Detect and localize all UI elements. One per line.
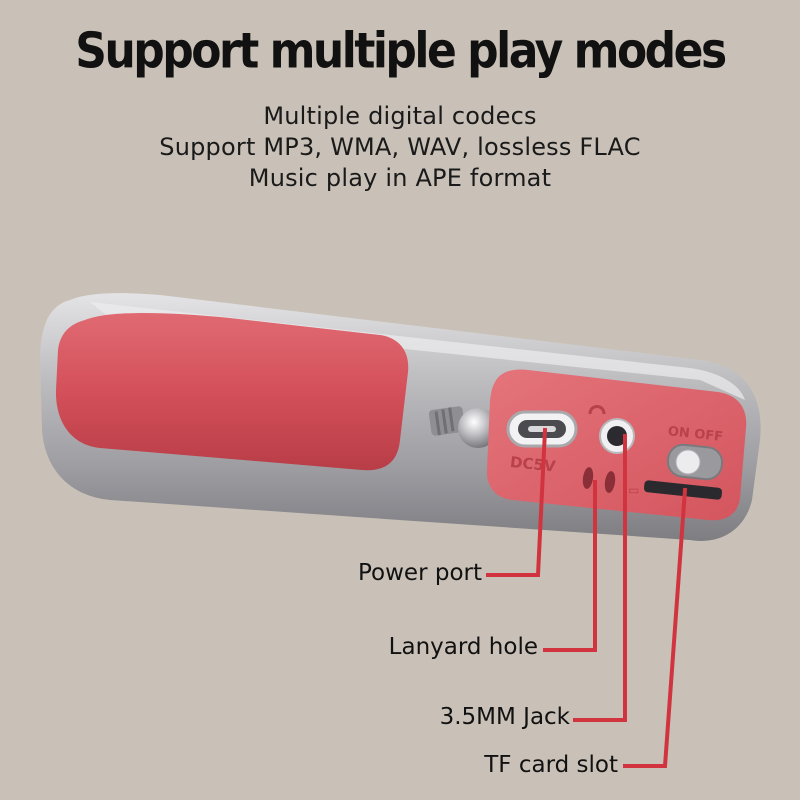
callout-lanyard-hole: Lanyard hole bbox=[388, 634, 538, 660]
antenna-ball bbox=[458, 408, 498, 448]
headline: Support multiple play modes bbox=[75, 22, 727, 81]
svg-text:▭: ▭ bbox=[628, 483, 639, 497]
headphone-icon bbox=[588, 405, 606, 415]
callout-audio-jack: 3.5MM Jack bbox=[439, 704, 570, 730]
leader-tf-slot bbox=[623, 487, 688, 768]
lanyard-hole-left bbox=[582, 467, 594, 489]
subtitle-line-1: Multiple digital codecs bbox=[263, 102, 537, 130]
subtitle-line-3: Music play in APE format bbox=[248, 164, 552, 192]
callout-tf-slot: TF card slot bbox=[484, 752, 618, 778]
lanyard-hole-right bbox=[604, 471, 616, 493]
switch-marking: ON OFF bbox=[667, 424, 724, 445]
red-grip bbox=[55, 313, 409, 471]
callout-power-port: Power port bbox=[358, 560, 482, 586]
leader-audio-jack bbox=[573, 434, 627, 722]
leader-power-port bbox=[486, 427, 548, 577]
leader-lanyard-hole bbox=[543, 480, 597, 652]
subtitle-line-2: Support MP3, WMA, WAV, lossless FLAC bbox=[159, 133, 641, 161]
antenna-threads bbox=[434, 407, 455, 436]
